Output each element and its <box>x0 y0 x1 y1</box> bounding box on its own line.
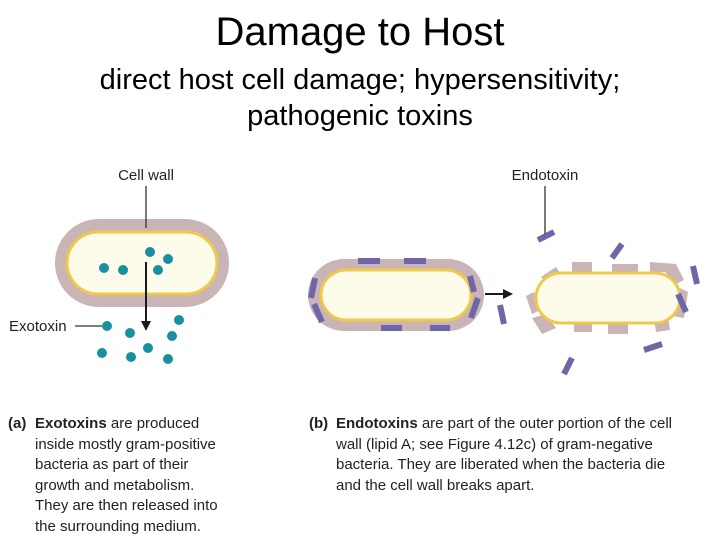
caption-b-line-2: wall (lipid A; see Figure 4.12c) of gram… <box>336 435 653 453</box>
exotoxin-released-3 <box>167 331 177 341</box>
cell-membrane <box>534 271 682 325</box>
caption-b-line-3: bacteria. They are liberated when the ba… <box>336 456 666 473</box>
endotoxin-segment <box>609 242 625 260</box>
page-title: Damage to Host <box>215 10 505 54</box>
exotoxin-released-1 <box>102 321 112 331</box>
exotoxin-inside-3 <box>99 263 109 273</box>
exotoxin-released-7 <box>126 352 136 362</box>
exotoxin-released-4 <box>174 315 184 325</box>
exotoxin-released-5 <box>143 343 153 353</box>
exotoxin-released-2 <box>125 328 135 338</box>
caption-b-label: (b) <box>309 415 329 432</box>
caption-a-line-2: inside mostly gram-positive <box>35 435 216 453</box>
exotoxin-molecules <box>97 247 184 364</box>
exotoxin-label: Exotoxin <box>9 318 67 335</box>
released-endotoxin-segments <box>497 229 700 376</box>
cell-membrane <box>65 230 219 296</box>
endotoxin-segment <box>536 229 556 243</box>
caption-a-line-6: the surrounding medium. <box>35 517 201 535</box>
caption-a-line-3: bacteria as part of their <box>35 456 189 473</box>
endotoxin-segment <box>643 341 663 353</box>
subtitle-line-2: pathogenic toxins <box>247 100 473 132</box>
endotoxin-segment <box>308 277 318 299</box>
wall-fragment <box>650 262 684 284</box>
caption-endotoxins: (b) Endotoxins are part of the outer por… <box>309 414 715 496</box>
endotoxin-segment <box>467 275 477 293</box>
endotoxin-segment <box>311 302 325 324</box>
wall-fragment <box>526 292 540 314</box>
endotoxin-segment <box>690 265 700 285</box>
caption-b-line-4: and the cell wall breaks apart. <box>336 476 535 494</box>
endotoxin-segment <box>561 356 575 376</box>
caption-a-line-1: are produced <box>106 415 200 432</box>
gram-positive-bacterium <box>55 219 229 307</box>
subtitle-line-1: direct host cell damage; hypersensitivit… <box>99 64 621 96</box>
caption-exotoxins: (a) Exotoxins are produced inside mostly… <box>8 414 278 537</box>
caption-a-term: Exotoxins <box>35 415 107 432</box>
caption-b-line-1: are part of the outer portion of the cel… <box>417 415 672 432</box>
caption-a-label: (a) <box>8 415 27 432</box>
endotoxin-segment <box>675 292 689 314</box>
wall-fragment <box>574 322 592 332</box>
exotoxin-inside-4 <box>118 265 128 275</box>
wall-fragment <box>532 314 556 334</box>
caption-a-line-4: growth and metabolism. <box>35 476 195 494</box>
gram-negative-bacterium-intact <box>308 258 484 331</box>
cell-wall-label: Cell wall <box>118 167 174 184</box>
exotoxin-released-6 <box>97 348 107 358</box>
gram-negative-bacterium-lysed <box>497 229 700 376</box>
bound-endotoxin-segments <box>308 258 481 331</box>
exotoxin-inside-2 <box>163 254 173 264</box>
caption-b-term: Endotoxins <box>336 415 418 432</box>
exotoxin-inside-5 <box>153 265 163 275</box>
caption-a-line-5: They are then released into <box>35 497 218 514</box>
exotoxin-released-8 <box>163 354 173 364</box>
endotoxin-segment <box>497 304 507 325</box>
endotoxin-segment <box>468 297 481 319</box>
page-subtitle: direct host cell damage; hypersensitivit… <box>40 62 680 134</box>
wall-fragment <box>612 264 638 274</box>
exotoxin-inside-1 <box>145 247 155 257</box>
endotoxin-label: Endotoxin <box>512 167 579 184</box>
cell-membrane <box>319 268 473 322</box>
